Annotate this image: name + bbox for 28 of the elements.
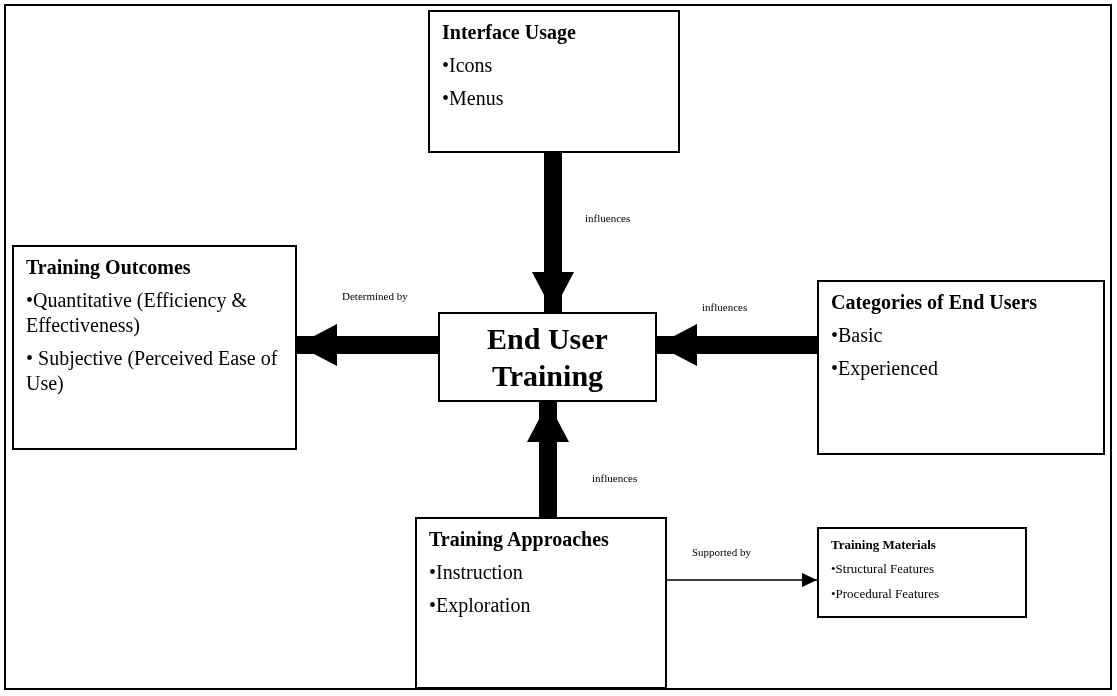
box-heading: End User Training — [486, 320, 609, 394]
box-heading: Training Approaches — [429, 527, 610, 552]
edge-label: Supported by — [690, 546, 753, 560]
bullet-item: •Procedural Features — [831, 585, 941, 602]
bullet-item: •Experienced — [831, 356, 939, 381]
box-heading: Categories of End Users — [831, 290, 1039, 315]
arrow — [666, 573, 818, 587]
concept-box — [12, 245, 297, 450]
bullet-item: •Menus — [442, 86, 505, 111]
bullet-item: • Subjective (Perceived Ease of Use) — [26, 346, 279, 396]
concept-box — [438, 312, 657, 402]
bullet-item: •Instruction — [429, 560, 524, 585]
arrow — [297, 324, 438, 366]
box-heading: Training Materials — [831, 537, 937, 554]
arrow — [527, 402, 569, 517]
bullet-item: •Exploration — [429, 593, 532, 618]
box-heading: Interface Usage — [442, 20, 577, 45]
concept-box — [428, 10, 680, 153]
concept-box — [817, 527, 1027, 618]
bullet-item: •Quantitative (Efficiency & Effectiveness) — [26, 288, 248, 338]
bullet-item: •Structural Features — [831, 561, 936, 578]
bullet-item: •Basic — [831, 323, 884, 348]
arrow — [532, 153, 574, 312]
concept-box — [817, 280, 1105, 455]
bullet-item: •Icons — [442, 53, 494, 78]
box-heading: Training Outcomes — [26, 255, 192, 280]
concept-box — [415, 517, 667, 689]
edge-label: Determined by — [340, 290, 410, 304]
